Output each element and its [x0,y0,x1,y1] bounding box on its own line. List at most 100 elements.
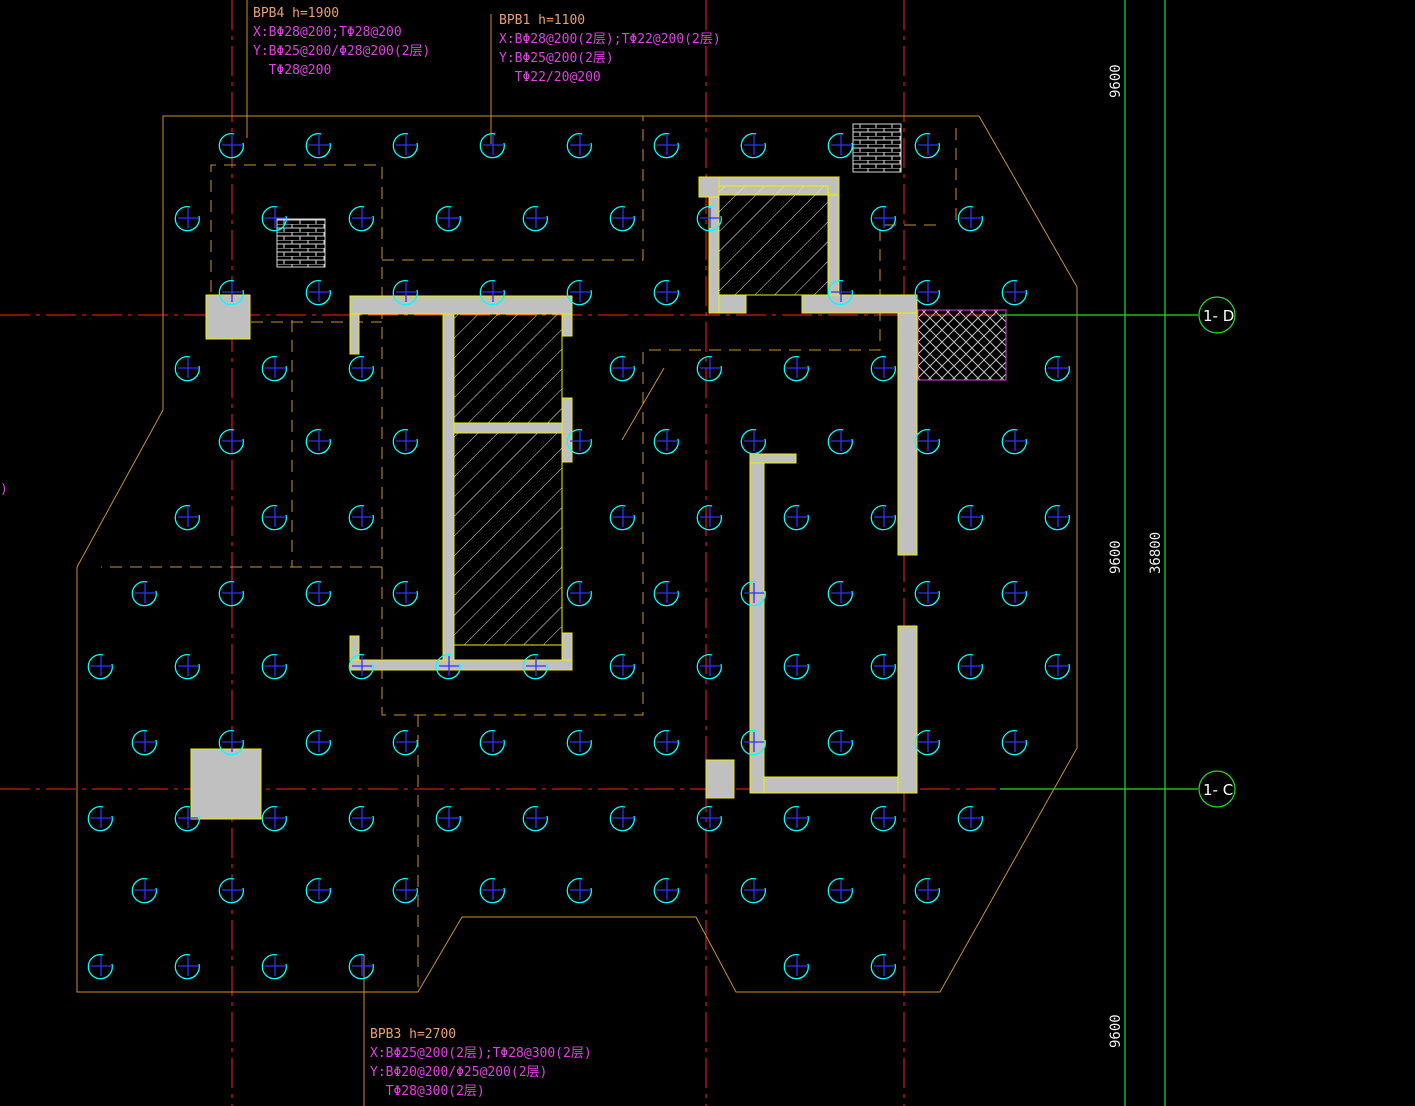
pile-symbol [827,133,853,159]
brick-symbol [276,218,326,268]
pile-symbol [740,730,766,756]
pile-symbol [957,654,983,680]
pile-symbol [87,954,113,980]
pile-symbol [305,429,331,455]
note-bpb4-x: X:BΦ28@200;TΦ28@200 [253,25,402,40]
pile-symbol [783,654,809,680]
pile-symbol [348,806,374,832]
pile-symbol [392,133,418,159]
pile-symbol [870,356,896,382]
pile-symbol [783,356,809,382]
note-bpb4-t: TΦ28@200 [253,63,332,78]
pile-symbol [740,133,766,159]
pile-symbol [218,730,244,756]
pile-symbol [218,581,244,607]
pile-symbol [305,133,331,159]
pile-symbol [914,730,940,756]
pile-symbol [435,654,461,680]
note-bpb1: BPB1 h=1100 X:BΦ28@200(2层);TΦ22@200(2层) … [499,11,721,87]
pile-symbol [261,654,287,680]
pile-symbol [566,581,592,607]
pile-symbol [174,505,200,531]
pile-symbol [261,206,287,232]
pile-symbol [957,505,983,531]
pile-symbol [783,806,809,832]
pile-symbol [870,505,896,531]
pile-symbol [435,806,461,832]
pile-symbol [305,581,331,607]
pile-symbol [914,581,940,607]
pile-symbol [609,806,635,832]
pile-symbol [348,206,374,232]
slab-outline [76,0,1078,1106]
pile-symbol [566,878,592,904]
pile-symbol [566,429,592,455]
note-bpb3: BPB3 h=2700 X:BΦ25@200(2层);TΦ28@300(2层) … [370,1025,592,1101]
pile-symbol [392,878,418,904]
note-bpb4: BPB4 h=1900 X:BΦ28@200;TΦ28@200 Y:BΦ25@2… [253,4,430,80]
axis-label-1-d: 1- D [1203,307,1234,325]
pile-symbol [696,356,722,382]
pile-symbol [696,654,722,680]
pile-symbol [392,730,418,756]
pile-symbol [827,581,853,607]
pile-symbol [174,356,200,382]
pile-symbol [740,581,766,607]
pile-symbol [783,954,809,980]
pile-symbol [348,654,374,680]
pile-symbol [87,806,113,832]
pile-symbol [261,806,287,832]
pile-symbol [870,654,896,680]
shaft-openings [453,185,829,646]
pile-symbol [174,654,200,680]
pile-symbol [566,133,592,159]
note-bpb4-y: Y:BΦ25@200/Φ28@200(2层) [253,44,431,59]
pile-symbol [653,133,679,159]
pile-symbol [653,581,679,607]
pile-symbol [566,730,592,756]
pile-symbol [653,280,679,306]
note-bpb3-y: Y:BΦ20@200/Φ25@200(2层) [370,1065,548,1080]
pile-symbol [174,206,200,232]
pile-symbol [870,954,896,980]
pile-symbol [914,429,940,455]
dim-total: 36800 [1148,531,1164,574]
pile-symbol [1044,356,1070,382]
pile-symbol [392,429,418,455]
note-bpb1-y: Y:BΦ25@200(2层) [499,51,614,66]
pile-symbol [827,280,853,306]
pile-symbol [827,730,853,756]
pile-symbol [827,878,853,904]
note-bpb1-t: TΦ22/20@200 [499,70,601,85]
pile-symbol [1044,505,1070,531]
pile-symbol [131,730,157,756]
pile-symbol [261,954,287,980]
left-edge-fragment: ) [0,482,8,497]
pile-symbol [1001,581,1027,607]
pile-symbol [914,280,940,306]
pile-symbol [740,878,766,904]
note-bpb1-x: X:BΦ28@200(2层);TΦ22@200(2层) [499,32,721,47]
pile-symbol [305,730,331,756]
pile-symbol [218,280,244,306]
pile-symbol [609,505,635,531]
pile-symbol [522,806,548,832]
pile-symbol [522,206,548,232]
dim-span-top: 9600 [1108,64,1124,98]
note-bpb3-title: BPB3 h=2700 [370,1027,457,1042]
pile-symbol [305,280,331,306]
note-bpb4-title: BPB4 h=1900 [253,6,340,21]
pile-symbol [609,654,635,680]
pile-symbol [957,206,983,232]
axis-label-1-c: 1- C [1203,781,1233,799]
pile-symbol [435,206,461,232]
dimension-lines [1000,0,1236,1106]
pile-symbol [1001,730,1027,756]
cross-hatch-zone [917,309,1007,381]
pile-symbol [305,878,331,904]
pile-symbol [609,206,635,232]
pile-symbol [566,280,592,306]
pile-symbol [479,878,505,904]
pile-symbol [696,206,722,232]
